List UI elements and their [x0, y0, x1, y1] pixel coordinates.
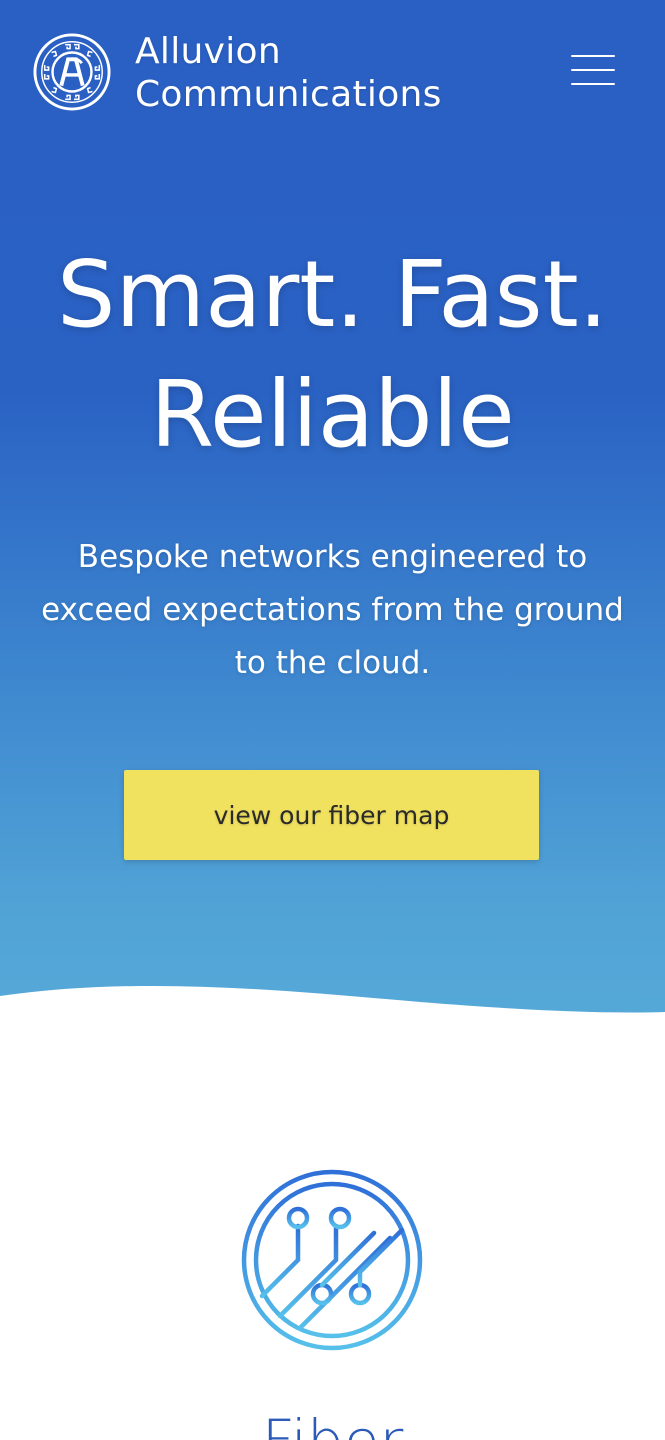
- hero-wave-divider: [0, 985, 665, 1030]
- hero-subline: Bespoke networks engineered to exceed ex…: [41, 539, 624, 681]
- fiber-circuit-icon: [241, 1169, 423, 1351]
- hero-headline: Smart. Fast. Reliable: [0, 235, 665, 475]
- hero-section: Alluvion Communications Smart. Fast. Rel…: [0, 0, 665, 1030]
- hamburger-menu-icon[interactable]: [566, 50, 620, 90]
- view-fiber-map-button[interactable]: view our fiber map: [124, 770, 539, 860]
- alluvion-logo-icon[interactable]: [33, 33, 111, 111]
- fiber-section-title: Fiber: [0, 1406, 665, 1440]
- brand-name-line1: Alluvion: [135, 31, 281, 72]
- hero-headline-line2: Reliable: [150, 361, 515, 468]
- brand-name[interactable]: Alluvion Communications: [135, 30, 442, 116]
- hero-headline-line1: Smart. Fast.: [57, 241, 608, 348]
- brand-name-line2: Communications: [135, 74, 442, 115]
